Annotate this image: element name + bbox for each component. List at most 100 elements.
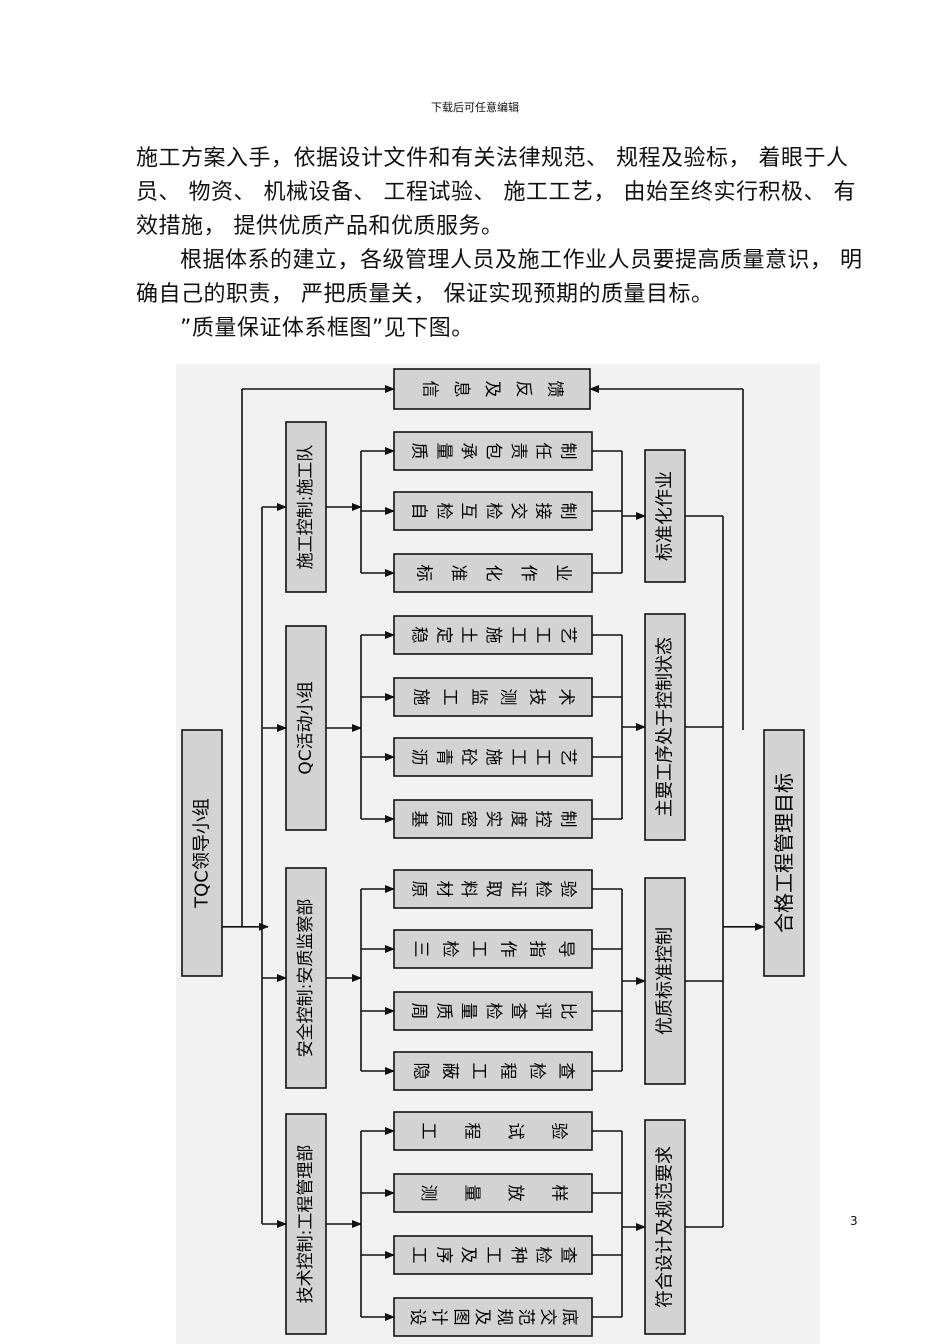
svg-text:查: 查 — [508, 1003, 528, 1020]
svg-text:取: 取 — [483, 881, 503, 898]
svg-text:标: 标 — [413, 565, 433, 582]
group-label-4: 技术控制:工程管理部 — [296, 1145, 316, 1304]
svg-text:查: 查 — [558, 1247, 578, 1264]
svg-text:量: 量 — [458, 1003, 478, 1020]
group-box-3 — [285, 867, 327, 1089]
result-label-1: 标准化作业 — [655, 471, 676, 561]
item-label-1-3: 标准化作业 — [413, 565, 572, 582]
svg-text:接: 接 — [533, 503, 553, 520]
group-box-4 — [285, 1113, 327, 1335]
item-box-1-1 — [393, 431, 593, 471]
svg-text:检: 检 — [483, 503, 503, 520]
group-label-2: QC活动小组 — [296, 681, 316, 774]
svg-text:程: 程 — [461, 1123, 481, 1140]
svg-text:工: 工 — [440, 689, 460, 706]
svg-text:作: 作 — [518, 565, 538, 582]
leader-label: TQC领导小组 — [192, 798, 213, 909]
svg-text:艺: 艺 — [558, 627, 578, 644]
item-label-4-2: 测量放样 — [418, 1185, 569, 1202]
target-box — [763, 729, 805, 977]
svg-text:工: 工 — [469, 941, 489, 958]
svg-text:工: 工 — [469, 1063, 489, 1080]
svg-text:交: 交 — [508, 503, 528, 520]
svg-text:施: 施 — [411, 689, 431, 706]
svg-text:范: 范 — [516, 1309, 536, 1326]
svg-text:反: 反 — [513, 381, 533, 398]
svg-text:密: 密 — [458, 811, 478, 828]
svg-text:隐: 隐 — [411, 1063, 431, 1080]
svg-text:材: 材 — [433, 881, 453, 898]
svg-text:量: 量 — [461, 1185, 481, 1202]
svg-text:料: 料 — [458, 881, 478, 898]
svg-text:规: 规 — [494, 1309, 514, 1326]
svg-text:息: 息 — [451, 381, 471, 398]
result-label-3: 优质标准控制 — [655, 927, 676, 1035]
item-label-2-4: 基层密实度控制 — [408, 811, 577, 828]
svg-text:验: 验 — [558, 881, 578, 898]
diagram-svg: TQC领导小组合格工程管理目标信息及反馈施工控制:施工队质量承包责任制自检互检交… — [176, 364, 820, 1344]
svg-text:设: 设 — [407, 1309, 427, 1326]
item-box-3-3 — [393, 991, 593, 1031]
svg-text:计: 计 — [429, 1309, 449, 1326]
svg-text:周: 周 — [408, 1003, 428, 1020]
item-label-4-1: 工程试验 — [418, 1123, 569, 1140]
paragraph-1: 施工方案入手，依据设计文件和有关法律规范、 规程及验标， 着眼于人员、 物资、 … — [136, 146, 856, 239]
result-box-3 — [644, 877, 686, 1085]
svg-text:检: 检 — [533, 1247, 553, 1264]
svg-text:工: 工 — [533, 627, 553, 644]
svg-text:原: 原 — [408, 881, 428, 898]
svg-text:检: 检 — [433, 503, 453, 520]
item-label-2-1: 稳定土施工工艺 — [408, 627, 577, 644]
item-label-3-1: 原材料取证检验 — [408, 881, 577, 898]
svg-text:互: 互 — [458, 503, 478, 520]
svg-text:证: 证 — [508, 881, 528, 898]
svg-text:承: 承 — [458, 443, 478, 460]
item-label-2-2: 施工监测技术 — [411, 689, 576, 706]
group-label-3: 安全控制:安质监察部 — [296, 899, 316, 1058]
result-label-4: 符合设计及规范要求 — [655, 1146, 676, 1308]
svg-text:艺: 艺 — [558, 749, 578, 766]
svg-text:土: 土 — [458, 627, 478, 644]
svg-text:测: 测 — [418, 1185, 438, 1202]
svg-text:工: 工 — [483, 1247, 503, 1264]
svg-text:检: 检 — [440, 941, 460, 958]
svg-text:稳: 稳 — [408, 627, 428, 644]
svg-text:自: 自 — [408, 503, 428, 520]
svg-text:作: 作 — [498, 941, 518, 958]
svg-text:度: 度 — [508, 811, 528, 828]
svg-text:蔽: 蔽 — [440, 1063, 460, 1080]
svg-text:责: 责 — [508, 443, 528, 460]
feedback-box — [393, 368, 591, 410]
svg-text:砼: 砼 — [458, 749, 478, 766]
svg-text:信: 信 — [420, 381, 440, 398]
svg-text:包: 包 — [483, 443, 503, 460]
paragraph-2: 根据体系的建立，各级管理人员及施工作业人员要提高质量意识， 明确自己的职责， 严… — [136, 248, 863, 307]
group-label-1: 施工控制:施工队 — [296, 445, 316, 570]
svg-text:及: 及 — [458, 1247, 478, 1264]
item-label-4-4: 设计图及规范交底 — [407, 1309, 579, 1326]
item-box-2-1 — [393, 615, 593, 655]
page-number: 3 — [850, 1214, 858, 1228]
result-box-1 — [644, 449, 686, 583]
svg-text:控: 控 — [533, 811, 553, 828]
feedback-label: 信息及反馈 — [420, 381, 565, 398]
svg-text:术: 术 — [556, 689, 576, 706]
item-box-1-2 — [393, 491, 593, 531]
svg-text:层: 层 — [433, 811, 453, 828]
item-label-4-3: 工序及工种检查 — [408, 1247, 577, 1264]
svg-text:工: 工 — [533, 749, 553, 766]
result-label-2: 主要工序处于控制状态 — [655, 637, 676, 817]
svg-text:青: 青 — [433, 749, 453, 766]
target-label: 合格工程管理目标 — [772, 773, 796, 933]
svg-text:质: 质 — [408, 443, 428, 460]
svg-text:图: 图 — [450, 1309, 470, 1326]
svg-text:检: 检 — [533, 881, 553, 898]
svg-text:监: 监 — [469, 689, 489, 706]
svg-text:馈: 馈 — [544, 381, 564, 398]
svg-text:制: 制 — [558, 503, 578, 520]
svg-text:查: 查 — [556, 1063, 576, 1080]
svg-text:制: 制 — [558, 811, 578, 828]
svg-text:制: 制 — [558, 443, 578, 460]
svg-text:导: 导 — [556, 941, 576, 958]
svg-text:样: 样 — [548, 1185, 568, 1202]
